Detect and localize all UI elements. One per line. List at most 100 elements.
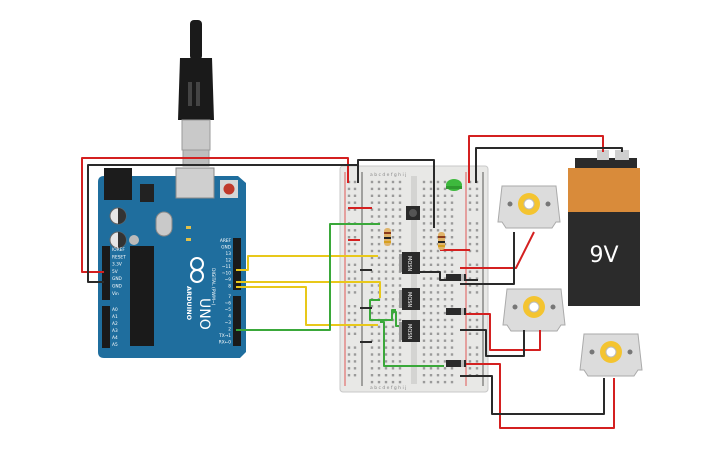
wire-motor3-black bbox=[460, 375, 605, 415]
breadboard-hole bbox=[443, 208, 447, 211]
breadboard-hole bbox=[377, 270, 381, 273]
breadboard-hole bbox=[377, 367, 381, 370]
arduino-uno-board: ARDUINO UNO DIGITAL (PWM~) AREFGND1312~1… bbox=[98, 167, 246, 358]
rail-hole bbox=[353, 201, 357, 204]
rail-hole bbox=[475, 346, 479, 349]
rail-hole bbox=[353, 187, 357, 191]
digital-pin-label: ~5 bbox=[225, 307, 232, 313]
breadboard-hole bbox=[436, 249, 440, 253]
breadboard-hole bbox=[398, 242, 402, 246]
rail-hole bbox=[468, 236, 472, 239]
transistor-icon: MOSN bbox=[399, 252, 420, 274]
breadboard-hole bbox=[370, 311, 374, 315]
breadboard-hole bbox=[450, 208, 454, 211]
breadboard-hole bbox=[422, 256, 426, 260]
breadboard-hole bbox=[391, 332, 395, 335]
breadboard-hole bbox=[450, 298, 454, 301]
breadboard-hole bbox=[422, 242, 426, 246]
rail-hole bbox=[347, 374, 351, 377]
breadboard-hole bbox=[436, 332, 440, 335]
breadboard-hole bbox=[391, 346, 395, 349]
rail-hole bbox=[475, 284, 479, 287]
breadboard-hole bbox=[377, 263, 381, 266]
breadboard-hole bbox=[450, 346, 454, 349]
breadboard-hole bbox=[391, 222, 395, 225]
rail-hole bbox=[468, 284, 472, 287]
breadboard-hole bbox=[422, 277, 426, 280]
breadboard-hole bbox=[422, 311, 426, 315]
breadboard-hole bbox=[391, 242, 395, 246]
breadboard-hole bbox=[370, 360, 374, 363]
breadboard-hole bbox=[398, 236, 402, 239]
breadboard-hole bbox=[436, 291, 440, 294]
breadboard-hole bbox=[398, 284, 402, 287]
rail-hole bbox=[347, 291, 351, 294]
breadboard-hole bbox=[422, 249, 426, 253]
digital-pin-label: 2 bbox=[228, 327, 231, 333]
breadboard-hole bbox=[436, 256, 440, 260]
breadboard-hole bbox=[443, 284, 447, 287]
rail-hole bbox=[475, 222, 479, 225]
wire-black-top bbox=[357, 159, 435, 228]
breadboard-hole bbox=[377, 311, 381, 315]
breadboard-hole bbox=[429, 353, 433, 356]
breadboard-hole bbox=[377, 374, 381, 377]
breadboard-hole bbox=[429, 374, 433, 377]
digital-pin-label: GND bbox=[221, 245, 232, 251]
breadboard-hole bbox=[422, 229, 426, 232]
breadboard-hole bbox=[370, 305, 374, 308]
breadboard-hole bbox=[429, 201, 433, 204]
breadboard-hole bbox=[377, 236, 381, 239]
rail-hole bbox=[347, 284, 351, 287]
breadboard-hole bbox=[384, 194, 388, 197]
breadboard-hole bbox=[377, 249, 381, 253]
breadboard-hole bbox=[391, 229, 395, 232]
wire-motor1-black bbox=[460, 232, 515, 285]
breadboard-hole bbox=[384, 208, 388, 211]
breadboard-hole bbox=[422, 367, 426, 370]
breadboard-hole bbox=[370, 194, 374, 197]
breadboard-hole bbox=[436, 284, 440, 287]
breadboard-hole bbox=[370, 242, 374, 246]
rail-hole bbox=[475, 194, 479, 197]
breadboard-hole bbox=[384, 270, 388, 273]
breadboard-hole bbox=[422, 201, 426, 204]
breadboard-hole bbox=[370, 339, 374, 342]
breadboard-hole bbox=[450, 270, 454, 273]
breadboard-hole bbox=[450, 305, 454, 308]
power-pin-label: Vin bbox=[112, 291, 119, 297]
power-pin-label: RESET bbox=[112, 254, 126, 260]
breadboard-hole bbox=[422, 325, 426, 329]
breadboard-hole bbox=[450, 201, 454, 204]
breadboard-hole bbox=[391, 236, 395, 239]
breadboard-hole bbox=[443, 339, 447, 342]
breadboard-hole bbox=[429, 222, 433, 225]
motor-icon bbox=[502, 288, 566, 332]
breadboard-hole bbox=[398, 380, 402, 384]
rail-hole bbox=[468, 208, 472, 211]
breadboard-hole bbox=[391, 325, 395, 329]
breadboard-hole bbox=[443, 201, 447, 204]
rail-hole bbox=[347, 270, 351, 273]
breadboard-hole bbox=[370, 367, 374, 370]
rail-hole bbox=[468, 318, 472, 322]
breadboard-hole bbox=[436, 325, 440, 329]
breadboard-hole bbox=[384, 367, 388, 370]
rail-hole bbox=[353, 374, 357, 377]
wire-battery-red bbox=[468, 135, 604, 183]
breadboard-hole bbox=[450, 339, 454, 342]
breadboard-hole bbox=[436, 374, 440, 377]
rail-hole bbox=[347, 236, 351, 239]
rail-hole bbox=[347, 353, 351, 356]
rail-hole bbox=[347, 194, 351, 197]
breadboard-hole bbox=[398, 201, 402, 204]
breadboard-hole bbox=[429, 187, 433, 191]
breadboard-hole bbox=[384, 325, 388, 329]
analog-pin-label: A4 bbox=[112, 335, 118, 341]
rail-hole bbox=[353, 332, 357, 335]
rail-hole bbox=[347, 229, 351, 232]
digital-pin-label: ~3 bbox=[225, 320, 232, 326]
breadboard-hole bbox=[436, 194, 440, 197]
breadboard-hole bbox=[429, 256, 433, 260]
breadboard-hole bbox=[429, 325, 433, 329]
